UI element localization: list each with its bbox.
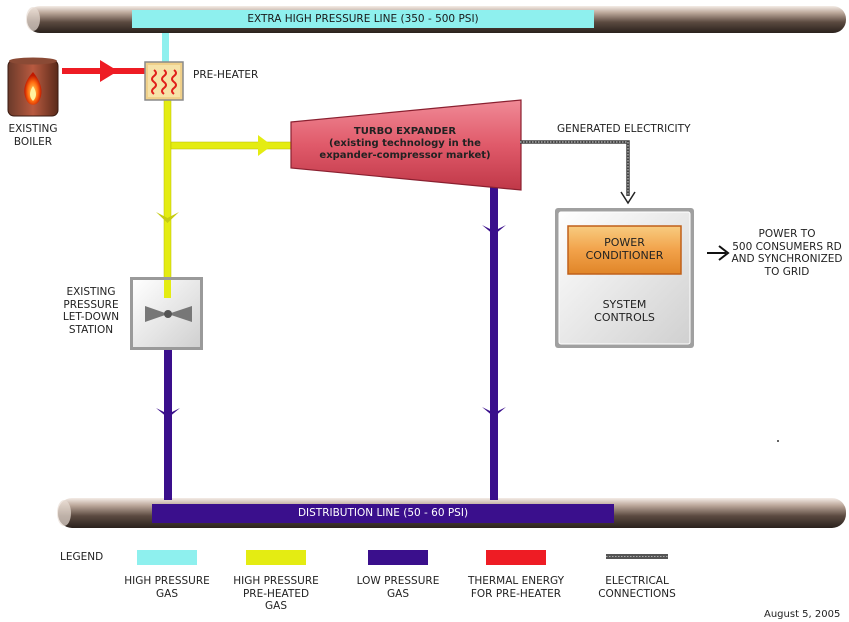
- legend-swatches: [137, 440, 779, 565]
- electrical-connection: [520, 140, 636, 205]
- legend-swatch-preheated: [246, 550, 306, 565]
- legend-title: LEGEND: [60, 551, 104, 563]
- power-output-arrow: [707, 245, 730, 261]
- distribution-line-label: DISTRIBUTION LINE (50 - 60 PSI): [297, 507, 469, 519]
- distribution-pipe: [57, 498, 846, 528]
- thermal-energy-line: [62, 60, 148, 82]
- flow-arrow-down-right-1: [482, 225, 506, 235]
- legend-swatch-low-pressure: [368, 550, 428, 565]
- pre-heater-icon: [144, 61, 184, 101]
- turbo-expander-label: TURBO EXPANDER (existing technology in t…: [319, 126, 491, 161]
- generated-electricity-label: GENERATED ELECTRICITY: [557, 123, 691, 135]
- flow-arrow-down-right-2: [482, 407, 506, 417]
- preheated-gas-lines: [156, 99, 292, 281]
- letdown-station-label: EXISTING PRESSURE LET-DOWN STATION: [62, 286, 120, 336]
- extra-high-pressure-label: EXTRA HIGH PRESSURE LINE (350 - 500 PSI): [247, 13, 479, 25]
- pre-heater-label: PRE-HEATER: [193, 69, 259, 81]
- system-controls-box: [555, 208, 694, 348]
- boiler-icon: [7, 57, 59, 117]
- legend-swatch-high-pressure: [137, 550, 197, 565]
- footer-date: August 5, 2005: [764, 609, 841, 620]
- power-conditioner-label: POWER CONDITIONER: [585, 236, 664, 262]
- low-pressure-lines: [156, 178, 506, 500]
- flow-arrow-down: [156, 212, 179, 223]
- high-pressure-riser: [162, 33, 169, 63]
- system-controls-label: SYSTEM CONTROLS: [594, 298, 655, 324]
- legend-swatch-thermal: [486, 550, 546, 565]
- flow-arrow-down-left: [156, 408, 180, 418]
- power-output-label: POWER TO 500 CONSUMERS RD AND SYNCHRONIZ…: [731, 228, 843, 278]
- flow-arrow-right: [258, 135, 272, 156]
- turbo-expander-shape: [290, 99, 522, 191]
- letdown-station-icon: [130, 277, 203, 350]
- extra-high-pressure-pipe: [26, 6, 846, 33]
